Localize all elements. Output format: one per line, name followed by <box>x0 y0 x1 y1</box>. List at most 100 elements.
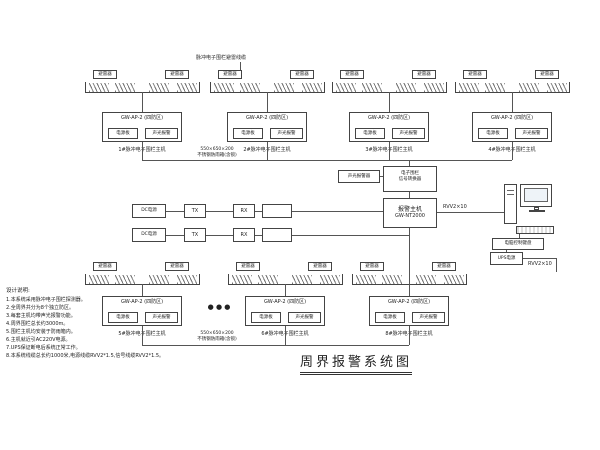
note-item: 7.UPS保证断电后系统正常工作。 <box>6 345 81 351</box>
enclosure-note: 550×650×200 不锈钢防雨箱(含锁) <box>182 331 252 343</box>
power-module-box: 电源板 <box>355 128 385 139</box>
arrester-box: 避雷器 <box>412 70 436 79</box>
wire <box>506 250 507 252</box>
enclosure-note-line1: 550×650×200 <box>200 331 234 336</box>
fence-hatch <box>459 83 479 92</box>
power-module-box: 电源板 <box>478 128 508 139</box>
fence-post <box>352 274 353 284</box>
wire <box>267 92 268 112</box>
fence-hatch <box>89 275 109 284</box>
controller-title: GW-AP-2 (四防区) <box>387 299 431 305</box>
trunk-line <box>409 192 410 198</box>
rx-box: RX <box>233 204 255 218</box>
fence-hatch <box>547 83 567 92</box>
fence-hatch <box>396 83 416 92</box>
controller-title: GW-AP-2 (四防区) <box>120 115 164 121</box>
receiver-box <box>262 228 292 242</box>
sounder-module-box: 声光报警 <box>145 128 178 139</box>
lightning-cable-note: 脉冲电子围栏避雷线缆 <box>196 55 247 61</box>
fence-hatch <box>89 83 109 92</box>
fence-post <box>569 82 570 92</box>
wire <box>389 142 390 160</box>
fence-post <box>85 274 86 284</box>
monitor-base <box>529 210 545 212</box>
diagram-title: 周界报警系统图 <box>300 351 413 375</box>
signal-converter-box: 电子围栏 信号转换器 <box>383 166 437 192</box>
arrester-box: 避雷器 <box>290 70 314 79</box>
wire <box>380 176 383 177</box>
bus-line-bottom <box>142 345 409 346</box>
wire <box>285 326 286 345</box>
sounder-module-box: 声光报警 <box>270 128 303 139</box>
wire <box>285 284 286 296</box>
fence-hatch <box>214 83 234 92</box>
fence-hatch <box>416 275 436 284</box>
wire <box>409 326 410 345</box>
controller-box: GW-AP-2 (四防区) 电源板 声光报警 <box>102 112 182 142</box>
wire <box>206 235 233 236</box>
wire <box>142 326 143 345</box>
leader-line <box>240 62 241 72</box>
fence-post <box>85 82 86 92</box>
fence-hatch <box>149 275 169 284</box>
wire <box>166 235 184 236</box>
fence-hatch <box>424 83 444 92</box>
note-item: 4.周界围栏总长约3000m。 <box>6 321 69 327</box>
fence-post <box>199 82 200 92</box>
controller-box: GW-AP-2 (四防区) 电源板 声光报警 <box>245 296 325 326</box>
fence-hatch <box>274 83 294 92</box>
fence-hatch <box>115 275 135 284</box>
fence-hatch <box>485 83 505 92</box>
fence-segment: 避雷器 避雷器 <box>210 70 325 96</box>
power-module-box: 电源板 <box>108 128 138 139</box>
fence-post <box>228 274 229 284</box>
controller-box: GW-AP-2 (四防区) 电源板 声光报警 <box>227 112 307 142</box>
power-module-box: 电源板 <box>375 312 405 323</box>
tower-slot <box>507 194 514 195</box>
converter-line1: 电子围栏 <box>401 171 419 176</box>
arrester-box: 避雷器 <box>535 70 559 79</box>
fence-hatch <box>240 83 260 92</box>
fence-hatch <box>177 83 197 92</box>
wire <box>267 142 268 160</box>
controller-title: GW-AP-2 (四防区) <box>245 115 289 121</box>
notes-list: 1.本系统采用脉冲电子围栏探测器。 2.全周界共分为8个独立防区。 3.每套主机… <box>6 296 206 360</box>
enclosure-note-line1: 550×650×200 <box>200 147 234 152</box>
controller-box: GW-AP-2 (四防区) 电源板 声光报警 <box>472 112 552 142</box>
fence-hatch <box>356 275 376 284</box>
keyboard-box: 电脑控制键盘 <box>492 238 544 250</box>
bus-line-top <box>142 160 512 161</box>
cable-label: RVV2×10 <box>528 261 552 267</box>
design-notes: 设计说明: 1.本系统采用脉冲电子围栏探测器。 2.全周界共分为8个独立防区。 … <box>6 286 206 360</box>
arrester-box: 避雷器 <box>165 262 189 271</box>
sounder-module-box: 声光报警 <box>288 312 321 323</box>
fence-hatch <box>115 83 135 92</box>
arrester-box: 避雷器 <box>340 70 364 79</box>
controller-title: GW-AP-2 (四防区) <box>490 115 534 121</box>
fence-post <box>210 82 211 92</box>
arrester-box: 避雷器 <box>308 262 332 271</box>
wire <box>512 92 513 112</box>
ellipsis: ● ● ● <box>207 303 231 311</box>
note-item: 1.本系统采用脉冲电子围栏探测器。 <box>6 297 86 303</box>
arrester-box: 避雷器 <box>165 70 189 79</box>
sounder-module-box: 声光报警 <box>145 312 178 323</box>
fence-hatch <box>320 275 340 284</box>
fence-hatch <box>149 83 169 92</box>
fence-post <box>446 82 447 92</box>
tower-slot <box>507 190 514 191</box>
arrester-box: 避雷器 <box>463 70 487 79</box>
computer-monitor-icon <box>520 184 552 207</box>
monitor-stand <box>534 207 539 210</box>
arrester-box: 避雷器 <box>432 262 456 271</box>
notes-heading: 设计说明: <box>6 288 30 294</box>
dc-power-box: DC电源 <box>132 204 166 218</box>
fence-hatch <box>177 275 197 284</box>
fence-hatch <box>232 275 252 284</box>
enclosure-note-line2: 不锈钢防雨箱(含锁) <box>197 337 237 342</box>
wire <box>206 211 233 212</box>
cable-label: RVV2×10 <box>443 204 467 210</box>
arrester-box: 避雷器 <box>93 262 117 271</box>
fence-hatch <box>444 275 464 284</box>
